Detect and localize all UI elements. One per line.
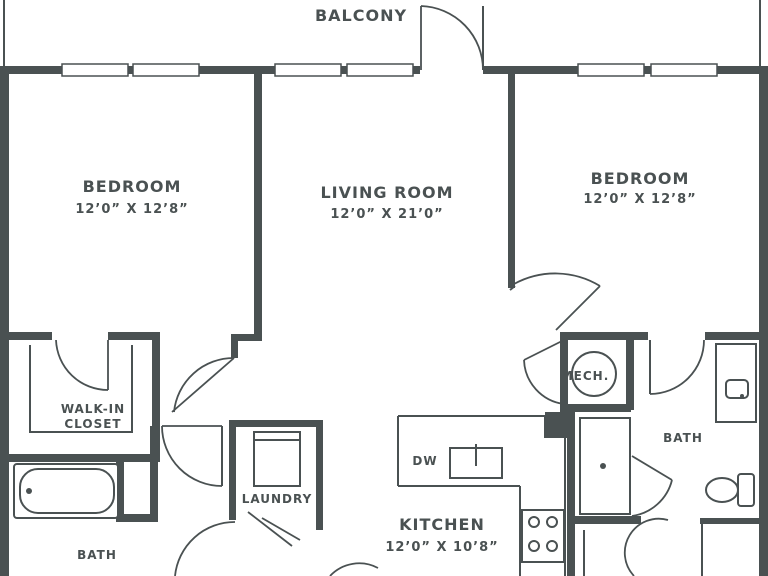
living-room-dimensions: 12’0” X 21’0” bbox=[330, 207, 443, 222]
bedroom-left-wall bbox=[231, 70, 262, 358]
bedroom-right-bottom-wall bbox=[560, 332, 648, 340]
mech-closet bbox=[523, 332, 634, 438]
bedroom-left-label: BEDROOM bbox=[83, 177, 182, 196]
kitchen-label: KITCHEN bbox=[399, 515, 485, 534]
bath-right-label: BATH bbox=[663, 431, 703, 445]
kitchen-dimensions: 12’0” X 10’8” bbox=[385, 540, 498, 555]
bedroom-right-door bbox=[513, 272, 601, 331]
walk-in-closet-label-line1: WALK-IN bbox=[61, 402, 125, 416]
exterior-wall-left bbox=[0, 66, 9, 576]
walk-in-closet-label-line2: CLOSET bbox=[64, 417, 121, 431]
living-room-label: LIVING ROOM bbox=[320, 183, 453, 202]
closet-wall-top bbox=[108, 332, 160, 340]
balcony-label: BALCONY bbox=[315, 6, 407, 25]
hall-doors bbox=[161, 357, 236, 576]
laundry bbox=[229, 420, 323, 547]
bath-left-label: BATH bbox=[77, 548, 117, 562]
balcony-door bbox=[420, 5, 484, 71]
bedroom-right-label: BEDROOM bbox=[591, 169, 690, 188]
laundry-label: LAUNDRY bbox=[242, 492, 313, 506]
bath-right bbox=[567, 339, 760, 576]
bedroom-left-bottom-wall bbox=[0, 332, 52, 340]
dishwasher-label: DW bbox=[412, 454, 437, 468]
balcony-railing bbox=[3, 0, 761, 68]
kitchen-counters bbox=[329, 415, 566, 576]
exterior-wall-right bbox=[759, 66, 768, 576]
mech-label: MECH. bbox=[561, 369, 610, 383]
bedroom-right-dimensions: 12’0” X 12’8” bbox=[583, 192, 696, 207]
windows bbox=[61, 63, 718, 77]
bedroom-left-dimensions: 12’0” X 12’8” bbox=[75, 202, 188, 217]
walk-in-closet bbox=[0, 332, 160, 462]
bath-left bbox=[13, 426, 158, 522]
bedroom-right-wall bbox=[508, 70, 516, 291]
